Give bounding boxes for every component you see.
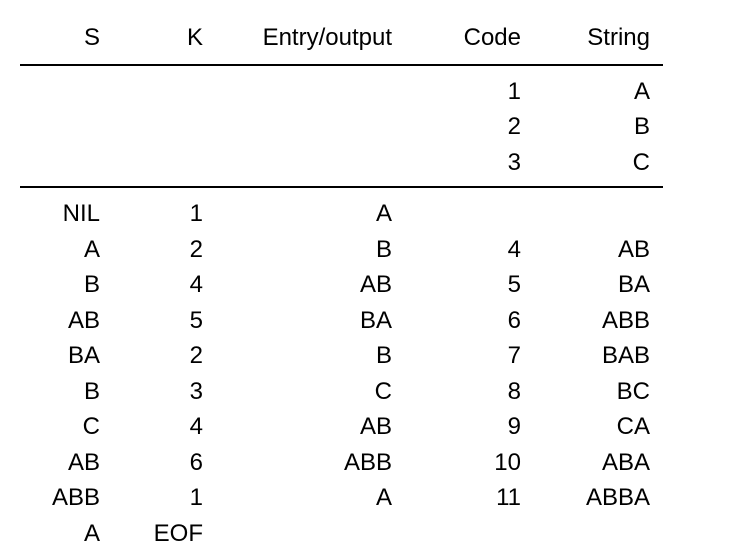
- cell-code: 8: [507, 377, 521, 405]
- table-row: BA 2 B 7 BAB: [20, 338, 663, 374]
- table-row: A 2 B 4 AB: [20, 232, 663, 268]
- cell-k: 3: [189, 377, 203, 405]
- cell-string: B: [633, 113, 650, 140]
- cell-string: ABB: [601, 306, 650, 334]
- cell-code: [411, 516, 521, 552]
- cell-k: [113, 145, 203, 181]
- table-row: C 4 AB 9 CA: [20, 409, 663, 445]
- cell-k: 2: [189, 235, 203, 263]
- header-k: K: [186, 24, 203, 51]
- cell-code: 11: [496, 484, 521, 511]
- cell-entry-output: C: [374, 377, 392, 405]
- cell-s: A: [83, 235, 100, 263]
- cell-k: 2: [189, 342, 203, 369]
- header-code: Code: [463, 24, 521, 51]
- cell-s: B: [83, 271, 100, 298]
- table-row: B 3 C 8 BC: [20, 374, 663, 410]
- cell-string: ABA: [601, 448, 650, 476]
- cell-string: A: [633, 77, 650, 105]
- cell-s: [20, 145, 100, 181]
- table-row: AB 6 ABB 10 ABA: [20, 445, 663, 481]
- cell-string: [530, 516, 650, 552]
- cell-code: [411, 196, 521, 232]
- cell-code: 4: [507, 235, 521, 263]
- cell-code: 9: [507, 413, 521, 440]
- cell-string: [530, 196, 650, 232]
- cell-s: A: [83, 519, 100, 547]
- cell-code: 5: [507, 271, 521, 298]
- cell-k: 1: [189, 200, 203, 227]
- cell-string: BC: [616, 377, 650, 405]
- header-s: S: [83, 24, 100, 51]
- cell-entry-output: BA: [359, 306, 392, 334]
- table-row: A EOF: [20, 516, 663, 552]
- header-entry-output: Entry/output: [262, 24, 392, 51]
- cell-s: NIL: [62, 200, 100, 227]
- header-string: String: [587, 24, 650, 51]
- cell-s: [20, 109, 100, 145]
- cell-string: CA: [616, 413, 650, 440]
- cell-entry-output: B: [375, 235, 392, 263]
- cell-k: EOF: [153, 519, 203, 547]
- cell-entry-output: [202, 74, 392, 110]
- table-row: ABB 1 A 11 ABBA: [20, 480, 663, 516]
- section-rule: [20, 186, 663, 188]
- table-row: AB 5 BA 6 ABB: [20, 303, 663, 339]
- cell-k: 4: [189, 271, 203, 298]
- cell-entry-output: AB: [359, 271, 392, 298]
- cell-s: BA: [67, 342, 100, 369]
- cell-entry-output: ABB: [343, 448, 392, 476]
- cell-s: C: [82, 413, 100, 440]
- cell-k: 4: [189, 413, 203, 440]
- cell-code: 6: [507, 306, 521, 334]
- cell-entry-output: [202, 516, 392, 552]
- cell-string: BA: [617, 271, 650, 298]
- cell-s: [20, 74, 100, 110]
- cell-string: ABBA: [585, 484, 650, 511]
- cell-entry-output: [202, 109, 392, 145]
- cell-code: 3: [507, 148, 521, 176]
- cell-k: 6: [189, 448, 203, 476]
- cell-code: 1: [507, 77, 521, 105]
- cell-entry-output: B: [375, 342, 392, 369]
- cell-entry-output: AB: [359, 413, 392, 440]
- cell-entry-output: A: [375, 484, 392, 511]
- cell-s: AB: [67, 306, 100, 334]
- cell-code: 7: [507, 342, 521, 369]
- cell-string: AB: [617, 235, 650, 263]
- cell-entry-output: [202, 145, 392, 181]
- cell-string: C: [632, 148, 650, 176]
- cell-k: 1: [189, 484, 203, 511]
- cell-s: AB: [67, 448, 100, 476]
- cell-k: [113, 74, 203, 110]
- cell-code: 2: [507, 113, 521, 140]
- table-header: S K Entry/output Code String: [20, 20, 663, 56]
- cell-entry-output: A: [375, 200, 392, 227]
- cell-s: ABB: [51, 484, 100, 511]
- cell-code: 10: [494, 448, 521, 476]
- header-rule: [20, 63, 663, 66]
- cell-s: B: [83, 377, 100, 405]
- table-row: NIL 1 A: [20, 196, 663, 232]
- cell-k: [113, 109, 203, 145]
- cell-k: 5: [189, 306, 203, 334]
- table-row: B 4 AB 5 BA: [20, 267, 663, 303]
- cell-string: BAB: [601, 342, 650, 369]
